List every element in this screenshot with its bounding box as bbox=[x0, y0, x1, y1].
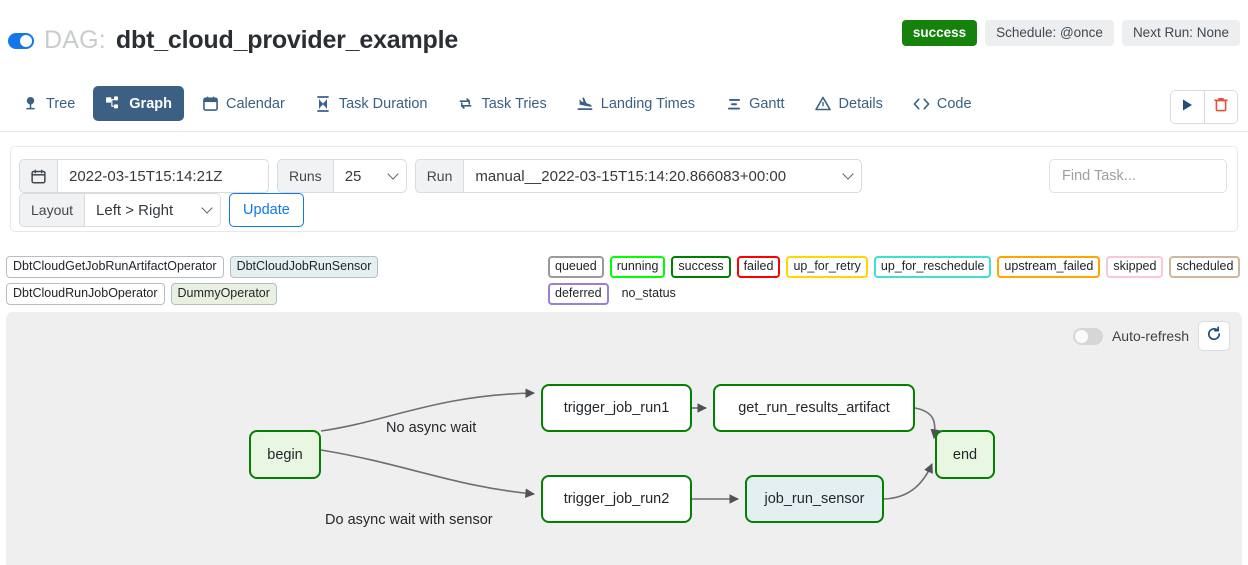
calendar-icon[interactable] bbox=[19, 159, 57, 193]
retry-icon bbox=[457, 95, 474, 112]
tree-icon bbox=[22, 95, 39, 112]
state-pill-deferred[interactable]: deferred bbox=[548, 282, 609, 305]
state-pill-failed[interactable]: failed bbox=[736, 256, 781, 278]
trash-icon bbox=[1214, 97, 1228, 117]
tab-calendar[interactable]: Calendar bbox=[190, 86, 297, 121]
state-pill-queued[interactable]: queued bbox=[548, 256, 604, 278]
operator-legend: DbtCloudGetJobRunArtifactOperator DbtClo… bbox=[6, 256, 536, 310]
operator-pill[interactable]: DbtCloudGetJobRunArtifactOperator bbox=[6, 256, 224, 278]
operator-pill[interactable]: DbtCloudJobRunSensor bbox=[229, 256, 379, 278]
tab-label: Task Tries bbox=[481, 95, 547, 112]
tab-landing-times[interactable]: Landing Times bbox=[565, 86, 707, 121]
tab-label: Tree bbox=[46, 95, 76, 112]
state-pill-upstream-failed[interactable]: upstream_failed bbox=[997, 256, 1101, 278]
tab-label: Calendar bbox=[225, 95, 285, 112]
state-pill-success[interactable]: success bbox=[671, 256, 731, 278]
tab-label: Details bbox=[838, 95, 883, 112]
triangle-info-icon bbox=[815, 95, 832, 112]
graph-icon bbox=[105, 95, 122, 112]
task-node-trigger-job-run2[interactable]: trigger_job_run2 bbox=[541, 475, 692, 523]
edge-label-no-async-wait: No async wait bbox=[386, 420, 477, 436]
runs-label: Runs bbox=[277, 159, 333, 193]
tab-task-tries[interactable]: Task Tries bbox=[445, 86, 558, 121]
task-node-label: trigger_job_run1 bbox=[563, 400, 670, 416]
state-pill-no-status[interactable]: no_status bbox=[621, 285, 676, 300]
state-pill-up-for-retry[interactable]: up_for_retry bbox=[786, 256, 868, 278]
update-button[interactable]: Update bbox=[229, 193, 304, 227]
schedule-badge[interactable]: Schedule: @once bbox=[985, 20, 1114, 47]
gantt-icon bbox=[725, 95, 742, 112]
dag-action-buttons bbox=[1170, 90, 1238, 124]
dag-label: DAG: bbox=[44, 26, 106, 54]
auto-refresh-toggle[interactable] bbox=[1072, 327, 1103, 345]
play-icon bbox=[1181, 98, 1194, 117]
state-pill-skipped[interactable]: skipped bbox=[1106, 256, 1164, 278]
calendar-icon bbox=[202, 95, 219, 112]
tab-task-duration[interactable]: Task Duration bbox=[303, 86, 440, 121]
view-tabs: Tree Graph Calendar Task Duration bbox=[10, 86, 990, 121]
trigger-dag-button[interactable] bbox=[1171, 91, 1204, 123]
layout-select[interactable]: Left > Right bbox=[84, 193, 222, 227]
state-legend: queued running success failed up_for_ret… bbox=[548, 256, 1248, 310]
graph-controls: Auto-refresh bbox=[1072, 321, 1230, 351]
page-header: DAG: dbt_cloud_provider_example success … bbox=[0, 0, 1248, 70]
auto-refresh-label: Auto-refresh bbox=[1111, 328, 1189, 344]
tab-label: Graph bbox=[129, 95, 172, 112]
graph-edges bbox=[320, 388, 940, 504]
task-node-trigger-job-run1[interactable]: trigger_job_run1 bbox=[541, 384, 692, 432]
dag-run-select[interactable]: manual__2022-03-15T15:14:20.866083+00:00 bbox=[463, 159, 863, 193]
tab-gantt[interactable]: Gantt bbox=[713, 86, 796, 121]
refresh-icon bbox=[1206, 325, 1222, 347]
view-tabbar: Tree Graph Calendar Task Duration bbox=[0, 82, 1248, 132]
delete-dag-button[interactable] bbox=[1204, 91, 1237, 123]
task-node-label: get_run_results_artifact bbox=[738, 400, 890, 416]
refresh-button[interactable] bbox=[1198, 321, 1230, 351]
base-date-group: 2022-03-15T15:14:21Z bbox=[19, 159, 269, 193]
run-group: Run manual__2022-03-15T15:14:20.866083+0… bbox=[414, 159, 863, 193]
task-node-label: begin bbox=[267, 446, 303, 463]
hourglass-icon bbox=[315, 95, 332, 112]
base-date-input[interactable]: 2022-03-15T15:14:21Z bbox=[57, 159, 269, 193]
tab-label: Code bbox=[936, 95, 972, 112]
state-pill-up-for-reschedule[interactable]: up_for_reschedule bbox=[873, 256, 992, 278]
operator-pill[interactable]: DbtCloudRunJobOperator bbox=[6, 282, 165, 305]
run-label: Run bbox=[414, 159, 464, 193]
state-pill-running[interactable]: running bbox=[609, 256, 666, 278]
dag-pause-toggle[interactable] bbox=[8, 32, 34, 49]
operator-pill[interactable]: DummyOperator bbox=[170, 282, 277, 305]
task-node-get-run-results-artifact[interactable]: get_run_results_artifact bbox=[713, 384, 915, 432]
tab-details[interactable]: Details bbox=[803, 86, 895, 121]
task-node-label: trigger_job_run2 bbox=[563, 491, 670, 507]
tab-label: Landing Times bbox=[600, 95, 696, 112]
num-runs-select[interactable]: 25 bbox=[332, 159, 407, 193]
tab-label: Task Duration bbox=[338, 95, 428, 112]
tab-code[interactable]: Code bbox=[901, 86, 984, 121]
tab-label: Gantt bbox=[749, 95, 785, 112]
graph-canvas[interactable]: Auto-refresh bbox=[6, 312, 1242, 565]
layout-group: Layout Left > Right bbox=[19, 193, 222, 227]
filter-toolbar: 2022-03-15T15:14:21Z Runs 25 Run manual_… bbox=[10, 146, 1238, 232]
dag-title: DAG: dbt_cloud_provider_example bbox=[8, 26, 458, 55]
task-node-job-run-sensor[interactable]: job_run_sensor bbox=[745, 475, 884, 523]
header-badges: success Schedule: @once Next Run: None bbox=[901, 20, 1240, 47]
plane-landing-icon bbox=[577, 95, 594, 112]
state-pill-scheduled[interactable]: scheduled bbox=[1169, 256, 1241, 278]
runs-group: Runs 25 bbox=[277, 159, 407, 193]
edge-label-do-async-wait: Do async wait with sensor bbox=[325, 512, 493, 528]
tab-tree[interactable]: Tree bbox=[10, 86, 87, 121]
task-node-label: job_run_sensor bbox=[764, 491, 865, 507]
status-badge: success bbox=[901, 20, 978, 47]
next-run-badge[interactable]: Next Run: None bbox=[1121, 20, 1240, 47]
code-icon bbox=[913, 95, 930, 112]
dag-name: dbt_cloud_provider_example bbox=[115, 26, 459, 54]
task-node-end[interactable]: end bbox=[935, 430, 995, 479]
task-node-label: end bbox=[952, 446, 978, 463]
layout-label: Layout bbox=[19, 193, 85, 227]
task-node-begin[interactable]: begin bbox=[249, 430, 321, 479]
tab-graph[interactable]: Graph bbox=[93, 86, 184, 121]
find-task-input[interactable]: Find Task... bbox=[1049, 159, 1227, 193]
